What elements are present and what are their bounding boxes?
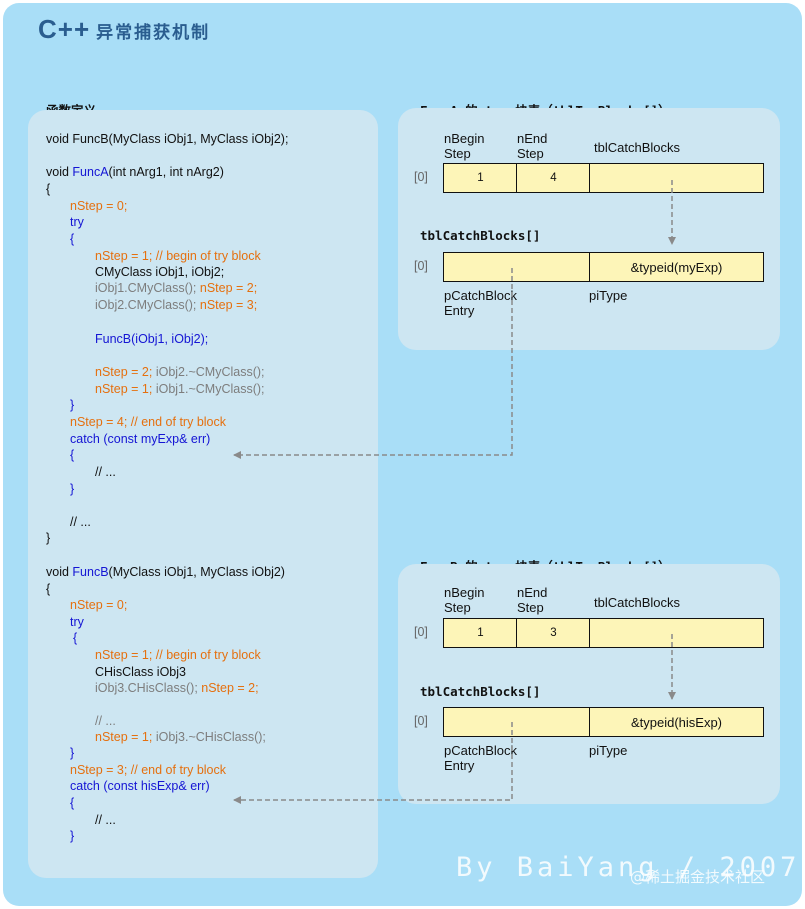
cell-catchblocks [589, 618, 764, 648]
row-index: [0] [414, 714, 428, 728]
code-line: iObj3.CHisClass(); nStep = 2; [95, 681, 259, 695]
code-line: nStep = 1; iObj3.~CHisClass(); [95, 730, 266, 744]
col-nbegin-label: nBegin Step [444, 585, 485, 615]
funcA-catch-heading: tblCatchBlocks[] [420, 228, 541, 243]
try-keyword: try [70, 615, 84, 629]
code-line: nStep = 2; iObj2.~CMyClass(); [95, 365, 265, 379]
code-brace: } [70, 398, 75, 412]
cell-nbegin: 1 [443, 163, 518, 193]
pitype-label: piType [589, 288, 628, 303]
cell-catch-entry [443, 707, 591, 737]
code-brace: } [70, 482, 75, 496]
code-line: // ... [95, 813, 116, 827]
code-line: CHisClass iObj3 [95, 665, 186, 679]
code-brace: { [70, 232, 75, 246]
code-panel [28, 110, 378, 878]
catch-line: catch (const hisExp& err) [70, 779, 210, 793]
col-nend-label: nEnd Step [517, 131, 548, 161]
arrow-entry-to-catch-a [233, 268, 513, 459]
funcA-signature: void FuncA(int nArg1, int nArg2) [46, 165, 224, 179]
code-brace: { [46, 582, 51, 596]
code-brace: { [70, 796, 75, 810]
row-index: [0] [414, 259, 428, 273]
code-line: nStep = 1; // begin of try block [95, 249, 261, 263]
title-sub: 异常捕获机制 [96, 23, 211, 43]
cell-nend: 3 [516, 618, 591, 648]
pitype-label: piType [589, 743, 628, 758]
cell-nbegin: 1 [443, 618, 518, 648]
row-index: [0] [414, 170, 428, 184]
code-line: nStep = 0; [70, 199, 128, 213]
code-line: nStep = 0; [70, 598, 128, 612]
code-line: // ... [95, 465, 116, 479]
col-catchblocks-label: tblCatchBlocks [594, 140, 680, 155]
code-line: iObj2.CMyClass(); nStep = 3; [95, 298, 258, 312]
code-brace: } [70, 829, 75, 843]
row-index: [0] [414, 625, 428, 639]
code-line: nStep = 4; // end of try block [70, 415, 226, 429]
cell-nend: 4 [516, 163, 591, 193]
try-keyword: try [70, 215, 84, 229]
funcB-catch-heading: tblCatchBlocks[] [420, 684, 541, 699]
entry-label: pCatchBlock Entry [444, 743, 517, 773]
col-nend-label: nEnd Step [517, 585, 548, 615]
code-line: FuncB(iObj1, iObj2); [95, 332, 209, 346]
col-catchblocks-label: tblCatchBlocks [594, 595, 680, 610]
page-title: C++异常捕获机制 [38, 14, 210, 45]
entry-label: pCatchBlock Entry [444, 288, 517, 318]
code-line: CMyClass iObj1, iObj2; [95, 265, 225, 279]
arrow-entry-to-catch-b [233, 722, 513, 804]
code-brace: { [73, 631, 78, 645]
funcA-table-panel [398, 108, 780, 350]
code-line: // ... [95, 714, 116, 728]
code-line: nStep = 1; // begin of try block [95, 648, 261, 662]
code-line: nStep = 3; // end of try block [70, 763, 226, 777]
watermark: @稀土掘金技术社区 [630, 868, 766, 886]
col-nbegin-label: nBegin Step [444, 131, 485, 161]
author-credit: By BaiYang / 2007 [456, 852, 801, 883]
code-block: void FuncB(MyClass iObj1, MyClass iObj2)… [0, 0, 288, 843]
code-line: nStep = 1; iObj1.~CMyClass(); [95, 382, 265, 396]
catch-line: catch (const myExp& err) [70, 432, 211, 446]
cell-catch-entry [443, 252, 591, 282]
code-line: iObj1.CMyClass(); nStep = 2; [95, 281, 258, 295]
code-brace: { [70, 448, 75, 462]
cell-typeid: &typeid(hisExp) [589, 707, 764, 737]
code-brace: } [70, 746, 75, 760]
title-main: C++ [38, 14, 91, 44]
code-brace: } [46, 531, 51, 545]
funcB-declaration: void FuncB(MyClass iObj1, MyClass iObj2)… [46, 132, 289, 146]
code-line: // ... [70, 515, 91, 529]
cell-catchblocks [589, 163, 764, 193]
cell-typeid: &typeid(myExp) [589, 252, 764, 282]
code-brace: { [46, 182, 51, 196]
funcB-table-panel [398, 564, 780, 804]
funcB-signature: void FuncB(MyClass iObj1, MyClass iObj2) [46, 565, 285, 579]
